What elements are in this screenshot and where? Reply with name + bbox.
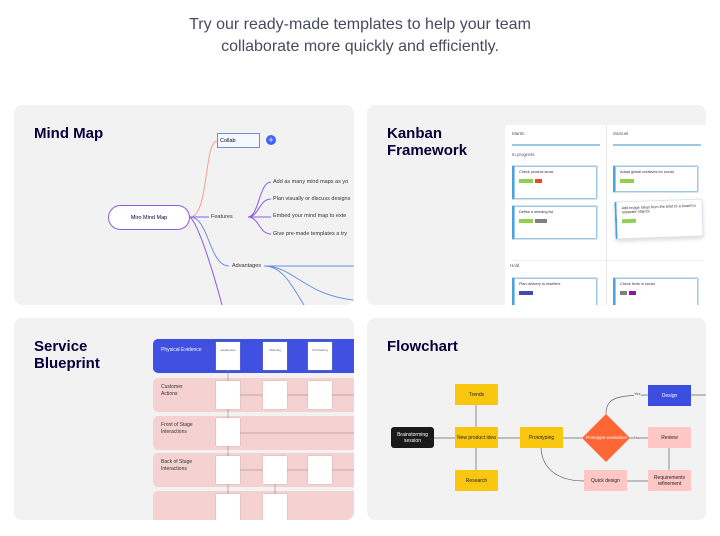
decision-diamond	[582, 414, 630, 462]
column-divider	[606, 125, 607, 305]
node-requirements-refinement[interactable]: Requirements refinement	[648, 470, 691, 491]
stage-awareness[interactable]: Awareness	[216, 342, 240, 370]
item-text: Check texts in social	[620, 282, 655, 286]
kanban-item[interactable]: Plan delivery to resellers	[512, 277, 598, 305]
stage-purchasing[interactable]: Purchasing	[308, 342, 332, 370]
node-review[interactable]: Review	[648, 427, 691, 448]
sticky-note[interactable]	[216, 381, 240, 409]
intro-line-2: collaborate more quickly and efficiently…	[221, 38, 499, 55]
input-value: Collab	[220, 138, 236, 144]
node-brainstorming[interactable]: Brainstorming session	[391, 427, 434, 448]
tag	[535, 219, 547, 223]
group-label: Hold	[510, 263, 520, 268]
root-label: Miro Mind Map	[130, 214, 168, 221]
sticky-note[interactable]	[216, 456, 240, 484]
stage-ordering[interactable]: Ordering	[263, 342, 287, 370]
title-line: Service	[34, 338, 88, 355]
node-research[interactable]: Research	[455, 470, 498, 491]
leaf-node[interactable]: Give pre-made templates a try	[273, 231, 347, 237]
node-trends[interactable]: Trends	[455, 384, 498, 405]
leaf-node[interactable]: Embed your mind map to exte	[273, 213, 347, 219]
row-label: Back of Stage Interactions	[161, 459, 193, 472]
kanban-item[interactable]: Check texts in social	[613, 277, 699, 305]
row-label: Physical Evidence	[161, 347, 202, 353]
tag	[620, 179, 634, 183]
sticky-note[interactable]	[308, 381, 332, 409]
title-line: Framework	[387, 142, 468, 159]
item-text: Add image ideas from the brief to a boar…	[621, 203, 696, 215]
row-label: Customer Actions	[161, 384, 183, 397]
node-quick-design[interactable]: Quick design	[584, 470, 627, 491]
row-support	[153, 491, 354, 520]
title-line: Blueprint	[34, 355, 100, 372]
stage-label: Ordering	[269, 348, 281, 352]
node-edit-input[interactable]: Collab	[217, 133, 260, 148]
stage-label: Purchasing	[312, 348, 328, 352]
intro-text: Try our ready-made templates to help you…	[0, 14, 720, 58]
column-header-martin[interactable]: Martin	[512, 131, 525, 136]
sticky-note[interactable]	[216, 494, 240, 520]
sticky-note[interactable]	[263, 456, 287, 484]
node-new-product-idea[interactable]: New product idea	[455, 427, 498, 448]
column-underline	[613, 144, 701, 146]
tag	[621, 218, 637, 224]
tag	[519, 291, 533, 295]
column-underline	[512, 144, 600, 146]
edge-label-yes: Yes	[634, 391, 641, 396]
kanban-item[interactable]: Check product stock	[512, 165, 598, 200]
kanban-item-dragging[interactable]: Add image ideas from the brief to a boar…	[614, 198, 704, 240]
mind-map-card[interactable]: Mind Map Miro Mind Map Features Advantag…	[14, 105, 354, 305]
tag	[519, 219, 533, 223]
intro-line-1: Try our ready-made templates to help you…	[189, 16, 531, 33]
group-label: In progress	[512, 152, 535, 157]
item-text: Define a seeding list	[519, 210, 554, 214]
item-text: Plan delivery to resellers	[519, 282, 561, 286]
stage-label: Awareness	[220, 348, 236, 352]
sticky-note[interactable]	[263, 381, 287, 409]
sticky-note[interactable]	[263, 494, 287, 520]
row-label: Front of Stage Interactions	[161, 422, 193, 435]
group-divider	[512, 260, 702, 261]
leaf-node[interactable]: Plan visually or discuss designs	[273, 196, 351, 202]
sticky-note[interactable]	[308, 456, 332, 484]
features-node[interactable]: Features	[211, 214, 233, 220]
item-text: Adapt global creatives for social	[620, 170, 674, 174]
sticky-note[interactable]	[216, 418, 240, 446]
card-title: Flowchart	[387, 338, 458, 355]
node-design[interactable]: Design	[648, 385, 691, 406]
node-prototype-evaluation[interactable]: Prototype evaluation	[585, 434, 628, 440]
edge-label-no: No	[634, 435, 640, 440]
node-prototyping[interactable]: Prototyping	[520, 427, 563, 448]
kanban-item[interactable]: Define a seeding list	[512, 205, 598, 240]
item-text: Check product stock	[519, 170, 554, 174]
add-node-icon[interactable]: +	[266, 135, 276, 145]
flowchart-card[interactable]: Flowchart Yes No Brainstorming session T…	[367, 318, 706, 520]
advantages-node[interactable]: Advantages	[232, 263, 262, 269]
root-node[interactable]: Miro Mind Map	[108, 205, 190, 230]
tag	[535, 179, 542, 183]
leaf-node[interactable]: Add as many mind maps as yo	[273, 179, 349, 185]
column-header-samuel[interactable]: Samuel	[613, 131, 629, 136]
tag	[519, 179, 533, 183]
mind-map-connectors	[189, 140, 354, 305]
title-line: Kanban	[387, 125, 443, 142]
card-title: Mind Map	[34, 125, 104, 142]
flowchart-connectors	[433, 394, 706, 482]
kanban-item[interactable]: Adapt global creatives for social	[613, 165, 699, 193]
tag	[629, 291, 636, 295]
tag	[620, 291, 627, 295]
